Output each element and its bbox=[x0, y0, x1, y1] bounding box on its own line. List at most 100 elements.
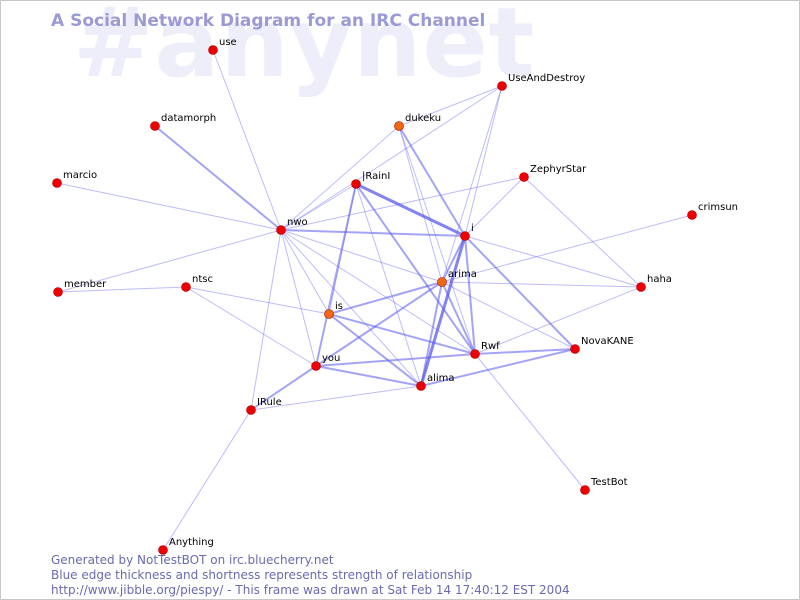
node-label: member bbox=[64, 279, 107, 290]
node-dot bbox=[437, 277, 447, 287]
node-dot bbox=[158, 545, 168, 555]
diagram-title: A Social Network Diagram for an IRC Chan… bbox=[51, 11, 486, 31]
edge-nwo-Rwf bbox=[280, 229, 476, 355]
edge-nwo-is bbox=[280, 229, 330, 315]
footer-legend-note: Blue edge thickness and shortness repres… bbox=[51, 568, 473, 582]
edge-IRainI-you bbox=[315, 183, 357, 367]
node-label: Anything bbox=[169, 537, 214, 548]
edge-i-alima bbox=[419, 235, 467, 387]
edge-Rwf-TestBot bbox=[474, 353, 586, 491]
edge-Rwf-haha bbox=[474, 286, 642, 355]
node-dukeku: dukeku bbox=[394, 113, 441, 131]
node-dot bbox=[324, 309, 334, 319]
edge-nwo-i bbox=[280, 229, 466, 237]
node-i: i bbox=[460, 223, 474, 241]
node-label: dukeku bbox=[405, 113, 441, 124]
edge-i-Rwf bbox=[464, 235, 476, 355]
node-dot bbox=[276, 225, 286, 235]
footer: Generated by NotTestBOT on irc.bluecherr… bbox=[51, 553, 570, 598]
node-dot bbox=[181, 282, 191, 292]
edge-member-ntsc bbox=[57, 286, 187, 293]
edge-you-Rwf bbox=[315, 353, 476, 367]
edge-arima-Rwf bbox=[441, 281, 476, 355]
node-datamorph: datamorph bbox=[150, 113, 216, 131]
edge-ZephyrStar-i bbox=[464, 176, 525, 237]
edge-i-haha bbox=[464, 235, 642, 288]
edge-dukeku-Rwf bbox=[398, 125, 476, 355]
edge-you-alima bbox=[315, 365, 422, 387]
node-label: you bbox=[322, 353, 340, 364]
node-dot bbox=[497, 81, 507, 91]
node-label: UseAndDestroy bbox=[508, 73, 585, 84]
node-label: IRule bbox=[257, 397, 282, 408]
edge-dukeku-i bbox=[398, 125, 466, 237]
edge-nwo-member bbox=[57, 229, 282, 293]
node-label: NovaKANE bbox=[581, 336, 634, 347]
node-label: marcio bbox=[63, 170, 97, 181]
node-haha: haha bbox=[636, 274, 672, 292]
edge-nwo-ZephyrStar bbox=[280, 176, 525, 231]
node-dot bbox=[208, 45, 218, 55]
node-label: haha bbox=[647, 274, 672, 285]
edge-nwo-UseAndDestroy bbox=[280, 85, 503, 231]
node-arima: arima bbox=[437, 269, 477, 287]
edge-IRainI-i bbox=[355, 182, 466, 238]
node-dot bbox=[53, 287, 63, 297]
node-label: nwo bbox=[287, 217, 308, 228]
node-dot bbox=[460, 231, 470, 241]
edge-IRainI-Rwf bbox=[355, 183, 476, 355]
node-label: crimsun bbox=[698, 202, 738, 213]
node-dot bbox=[470, 349, 480, 359]
node-Anything: Anything bbox=[158, 537, 214, 555]
edge-you-IRule bbox=[250, 365, 317, 411]
node-label: |RainI bbox=[362, 171, 390, 182]
node-dot bbox=[636, 282, 646, 292]
edge-IRule-Anything bbox=[162, 409, 252, 551]
node-member: member bbox=[53, 279, 107, 297]
node-dot bbox=[150, 121, 160, 131]
edge-nwo-arima bbox=[280, 229, 443, 283]
node-label: i bbox=[471, 223, 474, 234]
edge-is-Rwf bbox=[328, 313, 476, 355]
edge-UseAndDestroy-i bbox=[464, 85, 503, 237]
channel-watermark: #anynet bbox=[73, 0, 536, 99]
edge-nwo-dukeku bbox=[280, 125, 400, 231]
node-NovaKANE: NovaKANE bbox=[570, 336, 634, 354]
edge-nwo-datamorph bbox=[154, 125, 282, 231]
node-dot bbox=[246, 405, 256, 415]
edge-UseAndDestroy-arima bbox=[441, 85, 503, 283]
footer-url-timestamp: http://www.jibble.org/piespy/ - This fra… bbox=[51, 583, 570, 597]
edge-ntsc-you bbox=[185, 286, 317, 367]
edge-arima-NovaKANE bbox=[441, 281, 576, 350]
edge-arima-alima bbox=[420, 281, 443, 387]
node-dot bbox=[570, 344, 580, 354]
node-UseAndDestroy: UseAndDestroy bbox=[497, 73, 585, 91]
node-dot bbox=[52, 178, 62, 188]
edge-Rwf-NovaKANE bbox=[474, 348, 576, 355]
node-label: ntsc bbox=[192, 274, 213, 285]
edge-i-NovaKANE bbox=[464, 235, 576, 350]
node-is: is bbox=[324, 301, 343, 319]
node-dot bbox=[519, 172, 529, 182]
node-dot bbox=[351, 179, 361, 189]
node-label: use bbox=[219, 37, 237, 48]
edge-ZephyrStar-haha bbox=[523, 176, 642, 288]
edge-arima-you bbox=[315, 281, 443, 367]
node-label: arima bbox=[448, 269, 477, 280]
edge-nwo-IRainI bbox=[280, 183, 357, 231]
edge-nwo-IRule bbox=[250, 229, 282, 411]
node-Rwf: Rwf bbox=[470, 341, 500, 359]
edge-crimsun-arima bbox=[441, 214, 693, 283]
edge-nwo-you bbox=[280, 229, 317, 367]
node-use: use bbox=[208, 37, 237, 55]
node-label: Rwf bbox=[481, 341, 500, 352]
edge-dukeku-arima bbox=[398, 125, 443, 283]
edge-arima-haha bbox=[441, 281, 642, 288]
node-you: you bbox=[311, 353, 340, 371]
node-dot bbox=[311, 361, 321, 371]
node-label: ZephyrStar bbox=[530, 164, 587, 175]
node-label: alima bbox=[427, 373, 455, 384]
